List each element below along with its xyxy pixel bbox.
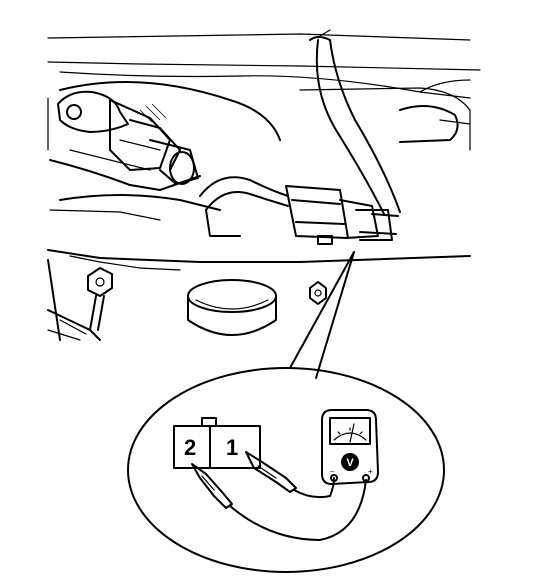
small-bolt	[309, 281, 327, 305]
pin-2-label: 2	[184, 435, 196, 460]
negative-terminal	[330, 474, 338, 482]
meter-dial	[341, 453, 359, 471]
grommet	[187, 279, 277, 336]
mounting-bolt	[87, 267, 113, 331]
connector-face: 2 1	[173, 417, 261, 469]
test-probes	[191, 451, 367, 541]
callout-leader	[289, 251, 355, 379]
positive-terminal-label: +	[368, 467, 373, 476]
pin-1-label: 1	[226, 435, 238, 460]
detail-callout-bubble: 2 1 V – +	[127, 367, 445, 573]
voltmeter: V – +	[321, 409, 379, 485]
sensor-housing	[49, 90, 221, 221]
negative-terminal-label: –	[330, 467, 335, 476]
harness-connector	[285, 185, 399, 245]
wiring-harness	[199, 29, 401, 237]
meter-unit-label: V	[346, 457, 354, 469]
positive-terminal	[362, 474, 370, 482]
meter-needle	[349, 423, 355, 443]
engine-bay-illustration	[47, 29, 481, 341]
